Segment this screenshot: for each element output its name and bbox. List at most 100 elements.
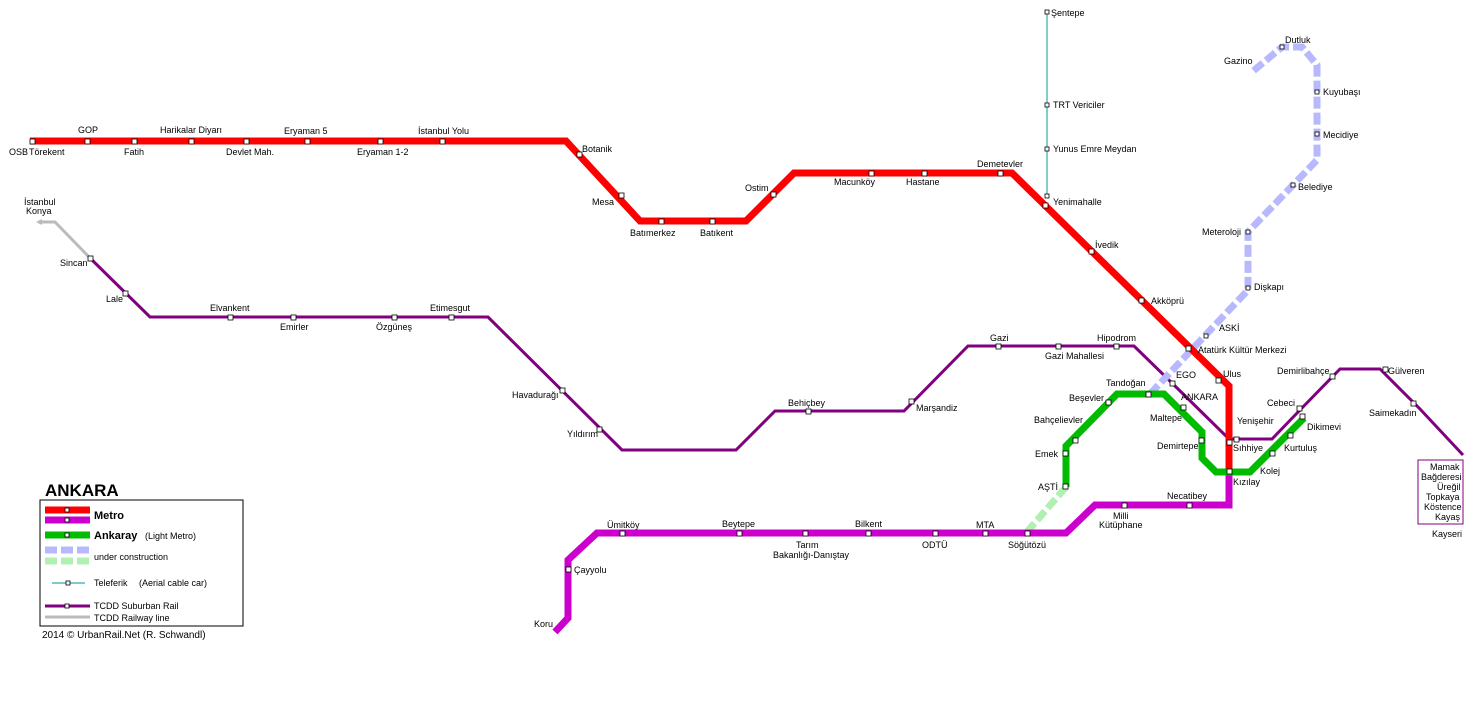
label-sincan: Sincan — [60, 258, 88, 268]
metro-m2-line — [552, 470, 1233, 635]
label-ivedik: İvedik — [1095, 240, 1119, 250]
label-yildirim: Yıldırım — [567, 429, 598, 439]
label-topkaya: Topkaya — [1426, 492, 1460, 502]
label-sihhiye: Sıhhiye — [1233, 443, 1263, 453]
label-sentepe: Şentepe — [1051, 8, 1085, 18]
label-besevler: Beşevler — [1069, 393, 1104, 403]
label-cayyolu: Çayyolu — [574, 565, 607, 575]
label-demirtepe: Demirtepe — [1157, 441, 1199, 451]
label-dikimevi: Dikimevi — [1307, 422, 1341, 432]
label-koru: Koru — [534, 619, 553, 629]
label-belediye: Belediye — [1298, 182, 1333, 192]
label-konya: Konya — [26, 206, 52, 216]
label-gulveren: Gülveren — [1388, 366, 1425, 376]
label-milli: Milli — [1113, 511, 1129, 521]
label-mamak: Mamak — [1430, 462, 1460, 472]
label-eryaman12: Eryaman 1-2 — [357, 147, 409, 157]
label-maltepe: Maltepe — [1150, 413, 1182, 423]
label-havadurag: Havadurağı — [512, 390, 559, 400]
label-fatih: Fatih — [124, 147, 144, 157]
label-behicbey: Behiçbey — [788, 398, 826, 408]
label-kizilay: Kızılay — [1233, 477, 1261, 487]
label-ozgunes: Özgüneş — [376, 322, 413, 332]
label-batimerkez: Batımerkez — [630, 228, 676, 238]
label-istanbul: İstanbul — [24, 197, 56, 207]
label-kayseri: Kayseri — [1432, 529, 1462, 539]
ankaray-under-construction — [1023, 484, 1069, 536]
label-ulus: Ulus — [1223, 369, 1242, 379]
label-gazimahallesi: Gazi Mahallesi — [1045, 351, 1104, 361]
railway-arrow-icon — [36, 219, 42, 225]
legend-metro: Metro — [94, 510, 124, 522]
legend-under-construction: under construction — [94, 552, 168, 562]
legend-ankaray: Ankaray — [94, 530, 138, 542]
label-kostence: Köstence — [1424, 502, 1462, 512]
label-asti: AŞTİ — [1038, 482, 1058, 492]
label-marsandiz: Marşandiz — [916, 403, 958, 413]
label-hipodrom: Hipodrom — [1097, 333, 1136, 343]
label-akm: Atatürk Kültür Merkezi — [1198, 345, 1287, 355]
legend-suburban: TCDD Suburban Rail — [94, 601, 179, 611]
label-odtu: ODTÜ — [922, 540, 948, 550]
legend: Metro Ankaray (Light Metro) under constr… — [39, 499, 244, 627]
label-kolej: Kolej — [1260, 466, 1280, 476]
label-tandogan: Tandoğan — [1106, 378, 1146, 388]
label-hastane: Hastane — [906, 177, 940, 187]
label-trt: TRT Vericiler — [1053, 100, 1105, 110]
label-umitkoy: Ümitköy — [607, 520, 640, 530]
label-istanbulyolu: İstanbul Yolu — [418, 126, 469, 136]
label-meteroloji: Meteroloji — [1202, 227, 1241, 237]
label-mesa: Mesa — [592, 197, 614, 207]
metro-m4-under-construction — [1147, 43, 1321, 397]
label-demetevler: Demetevler — [977, 159, 1023, 169]
label-bilkent: Bilkent — [855, 519, 883, 529]
map-title: ANKARA — [45, 481, 119, 500]
label-kuyubasi: Kuyubaşı — [1323, 87, 1361, 97]
label-batikent: Batıkent — [700, 228, 734, 238]
legend-ankaray-sub: (Light Metro) — [145, 531, 196, 541]
label-ostim: Ostim — [745, 183, 769, 193]
legend-teleferik: Teleferik — [94, 578, 128, 588]
label-mecidiye: Mecidiye — [1323, 130, 1359, 140]
label-osb: OSB — [9, 147, 28, 157]
label-yunusemre: Yunus Emre Meydan — [1053, 144, 1137, 154]
label-torekent: Törekent — [29, 147, 65, 157]
label-botanik: Botanik — [582, 144, 613, 154]
label-yenisehir: Yenişehir — [1237, 416, 1274, 426]
kayseri-station-box: Mamak Bağderesi Üreğil Topkaya Köstence … — [1417, 459, 1464, 525]
label-yenimahalle: Yenimahalle — [1053, 197, 1102, 207]
label-emirler: Emirler — [280, 322, 309, 332]
label-emek: Emek — [1035, 449, 1059, 459]
label-aski: ASKİ — [1219, 323, 1240, 333]
label-kurtulus: Kurtuluş — [1284, 443, 1318, 453]
label-dutluk: Dutluk — [1285, 35, 1311, 45]
label-diskapi: Dişkapı — [1254, 282, 1284, 292]
credit-text: 2014 © UrbanRail.Net (R. Schwandl) — [42, 630, 206, 641]
ankaray-line — [1062, 390, 1307, 487]
label-uregil: Üreğil — [1437, 482, 1461, 492]
label-beytepe: Beytepe — [722, 519, 755, 529]
label-tarim: Tarım — [796, 540, 819, 550]
label-gazino: Gazino — [1224, 56, 1253, 66]
label-akkopru: Akköprü — [1151, 296, 1184, 306]
station-labels: OSB Törekent GOP Fatih Harikalar Diyarı … — [9, 8, 1462, 629]
label-kayas: Kayaş — [1435, 512, 1461, 522]
label-etimesgut: Etimesgut — [430, 303, 471, 313]
label-gop: GOP — [78, 125, 98, 135]
label-bakanligi: Bakanlığı-Danıştay — [773, 550, 850, 560]
suburban-rail-line — [88, 256, 1465, 457]
label-gazi: Gazi — [990, 333, 1009, 343]
label-harikalar: Harikalar Diyarı — [160, 125, 222, 135]
label-bagderesi: Bağderesi — [1421, 472, 1462, 482]
legend-railway: TCDD Railway line — [94, 613, 170, 623]
label-necatibey: Necatibey — [1167, 491, 1208, 501]
label-bahcelievler: Bahçelievler — [1034, 415, 1083, 425]
label-elvankent: Elvankent — [210, 303, 250, 313]
label-sogutozu: Söğütözü — [1008, 540, 1046, 550]
label-devlet: Devlet Mah. — [226, 147, 274, 157]
label-eryaman5: Eryaman 5 — [284, 126, 328, 136]
label-macunkoy: Macunköy — [834, 177, 876, 187]
station-markers — [29, 9, 1417, 573]
label-kutuphane: Kütüphane — [1099, 520, 1143, 530]
